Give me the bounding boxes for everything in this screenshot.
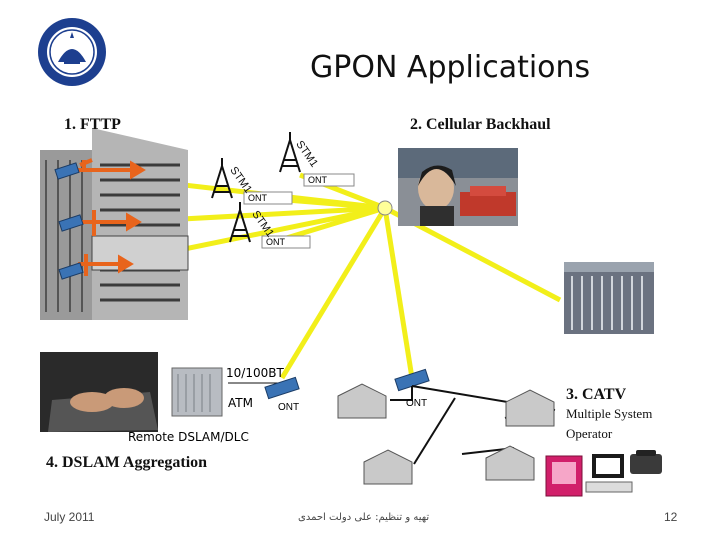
olt-chassis — [564, 262, 654, 334]
cellular-user-photo — [398, 148, 518, 226]
section-catv-heading: 3. CATV — [566, 386, 627, 403]
ont-label-boxes — [243, 173, 355, 249]
section-fttp-heading: 1. FTTP — [64, 116, 121, 133]
section-dslam-heading: 4. DSLAM Aggregation — [46, 454, 208, 471]
ont-label-a: ONT — [308, 175, 327, 185]
dslam-ont-device — [264, 376, 300, 400]
page-number: 12 — [664, 510, 678, 524]
section-cellular-heading: 2. Cellular Backhaul — [410, 116, 551, 133]
dslam-ont-label: ONT — [278, 402, 300, 413]
atm-label: ATM — [228, 396, 253, 410]
footer-date: July 2011 — [44, 510, 95, 524]
remote-dslam-label: Remote DSLAM/DLC — [128, 430, 249, 444]
university-logo — [36, 16, 108, 88]
fttp-arrows — [75, 158, 146, 276]
building-ont-devices — [54, 162, 84, 280]
ethernet-label: 10/100BT — [226, 366, 284, 380]
optical-splitter — [377, 200, 393, 216]
ont-label-c: ONT — [266, 237, 285, 247]
seal-icon — [38, 18, 106, 86]
ont-label-b: ONT — [248, 193, 267, 203]
slide-title: GPON Applications — [310, 50, 591, 85]
catv-ont-label: ONT — [406, 398, 428, 409]
house-3 — [363, 449, 413, 485]
house-4 — [485, 445, 535, 481]
remote-dslam-unit — [171, 367, 223, 417]
laptop-user-photo — [40, 352, 158, 432]
cell-towers — [211, 132, 301, 243]
catv-operator-line1: Multiple System — [566, 406, 653, 421]
footer-author: تهیه و تنظیم: علی دولت احمدی — [298, 512, 430, 523]
catv-end-devices — [545, 450, 662, 497]
house-1 — [337, 383, 387, 419]
catv-operator-line2: Operator — [566, 426, 613, 441]
houses — [337, 383, 555, 485]
house-2 — [505, 389, 555, 427]
